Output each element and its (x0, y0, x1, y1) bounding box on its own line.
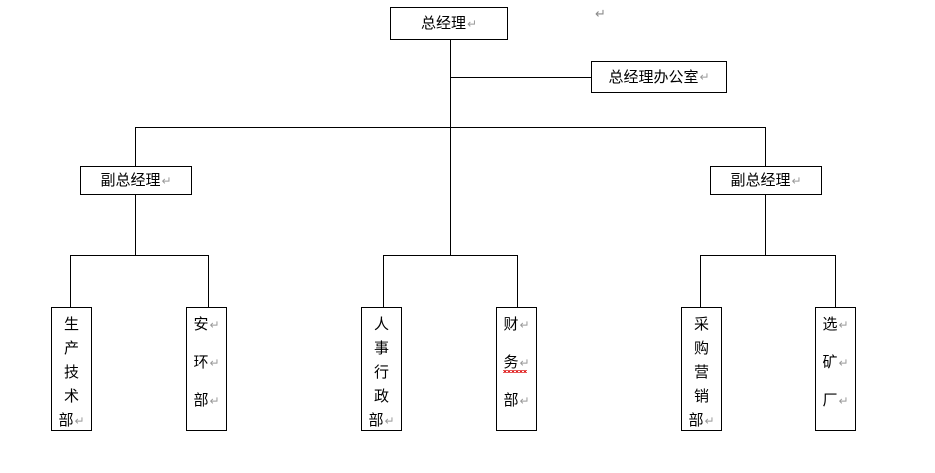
return-mark: ↵ (466, 16, 478, 31)
return-mark: ↵ (519, 318, 530, 332)
node-general-manager-office[interactable]: 总经理办公室↵ (591, 61, 727, 93)
return-mark: ↵ (519, 394, 530, 408)
return-mark: ↵ (74, 414, 85, 428)
node-general-manager-office-label: 总经理办公室 (608, 67, 699, 86)
vchar: 生 (63, 315, 79, 333)
vchar: 采 (693, 315, 709, 333)
connector-left-sub-bus (70, 255, 209, 256)
return-mark: ↵ (519, 356, 530, 370)
vchar: 环↵ (193, 353, 220, 371)
connector-drop-production (70, 255, 71, 308)
vchar: 安↵ (193, 315, 220, 333)
vchar-misspelled: 务↵ (503, 353, 530, 373)
vchar-last: 部↵ (368, 411, 395, 429)
return-mark: ↵ (838, 318, 849, 332)
return-mark: ↵ (699, 70, 710, 84)
connector-deputy-left-stem (135, 194, 136, 256)
vchar: 政 (373, 387, 389, 405)
node-deputy-general-manager-right[interactable]: 副总经理↵ (710, 166, 822, 195)
node-ore-dressing-plant[interactable]: 选↵ 矿↵ 厂↵ (815, 307, 856, 431)
vchar: 销 (693, 387, 709, 405)
node-purchasing-marketing-department[interactable]: 采 购 营 销 部↵ (681, 307, 722, 431)
connector-gm-trunk (450, 40, 451, 128)
node-finance-department[interactable]: 财↵ 务↵ 部↵ (496, 307, 537, 431)
node-deputy-general-manager-left[interactable]: 副总经理↵ (80, 166, 192, 195)
vchar-last: 部↵ (193, 391, 220, 409)
vchar: 术 (63, 387, 79, 405)
return-mark: ↵ (209, 394, 220, 408)
connector-drop-hr (383, 255, 384, 308)
connector-center-sub-bus (383, 255, 518, 256)
vchar: 矿↵ (822, 353, 849, 371)
return-mark: ↵ (704, 414, 715, 428)
return-mark: ↵ (384, 414, 395, 428)
connector-center-trunk (450, 127, 451, 256)
vchar: 行 (373, 363, 389, 381)
connector-drop-purchasing (700, 255, 701, 308)
vchar-last: 部↵ (688, 411, 715, 429)
return-mark: ↵ (791, 173, 802, 188)
vchar-last: 部↵ (503, 391, 530, 409)
vchar: 购 (693, 339, 709, 357)
connector-drop-safety (208, 255, 209, 308)
node-hr-administration-department[interactable]: 人 事 行 政 部↵ (361, 307, 402, 431)
node-general-manager[interactable]: 总经理↵ (390, 7, 508, 40)
connector-drop-ore-plant (835, 255, 836, 308)
vchar: 产 (63, 339, 79, 357)
vchar-last: 厂↵ (822, 391, 849, 409)
return-mark: ↵ (161, 173, 172, 188)
connector-right-sub-bus (700, 255, 836, 256)
return-mark: ↵ (209, 318, 220, 332)
node-general-manager-label: 总经理 (420, 14, 466, 32)
node-safety-environment-department[interactable]: 安↵ 环↵ 部↵ (186, 307, 227, 431)
connector-deputy-right-stem (765, 194, 766, 256)
vchar: 营 (693, 363, 709, 381)
vchar: 事 (373, 339, 389, 357)
vchar: 技 (63, 363, 79, 381)
node-deputy-right-label: 副总经理 (730, 171, 791, 189)
connector-drop-finance (517, 255, 518, 308)
standalone-return-mark: ↵ (595, 7, 606, 22)
node-deputy-left-label: 副总经理 (100, 171, 161, 189)
vchar: 人 (373, 315, 389, 333)
vchar-last: 部↵ (58, 411, 85, 429)
connector-drop-deputy-left (135, 127, 136, 166)
connector-gm-to-office (450, 77, 591, 78)
return-mark: ↵ (209, 356, 220, 370)
connector-drop-deputy-right (765, 127, 766, 166)
node-production-technology-department[interactable]: 生 产 技 术 部↵ (51, 307, 92, 431)
return-mark: ↵ (838, 356, 849, 370)
vchar: 财↵ (503, 315, 530, 333)
vchar: 选↵ (822, 315, 849, 333)
return-mark: ↵ (838, 394, 849, 408)
